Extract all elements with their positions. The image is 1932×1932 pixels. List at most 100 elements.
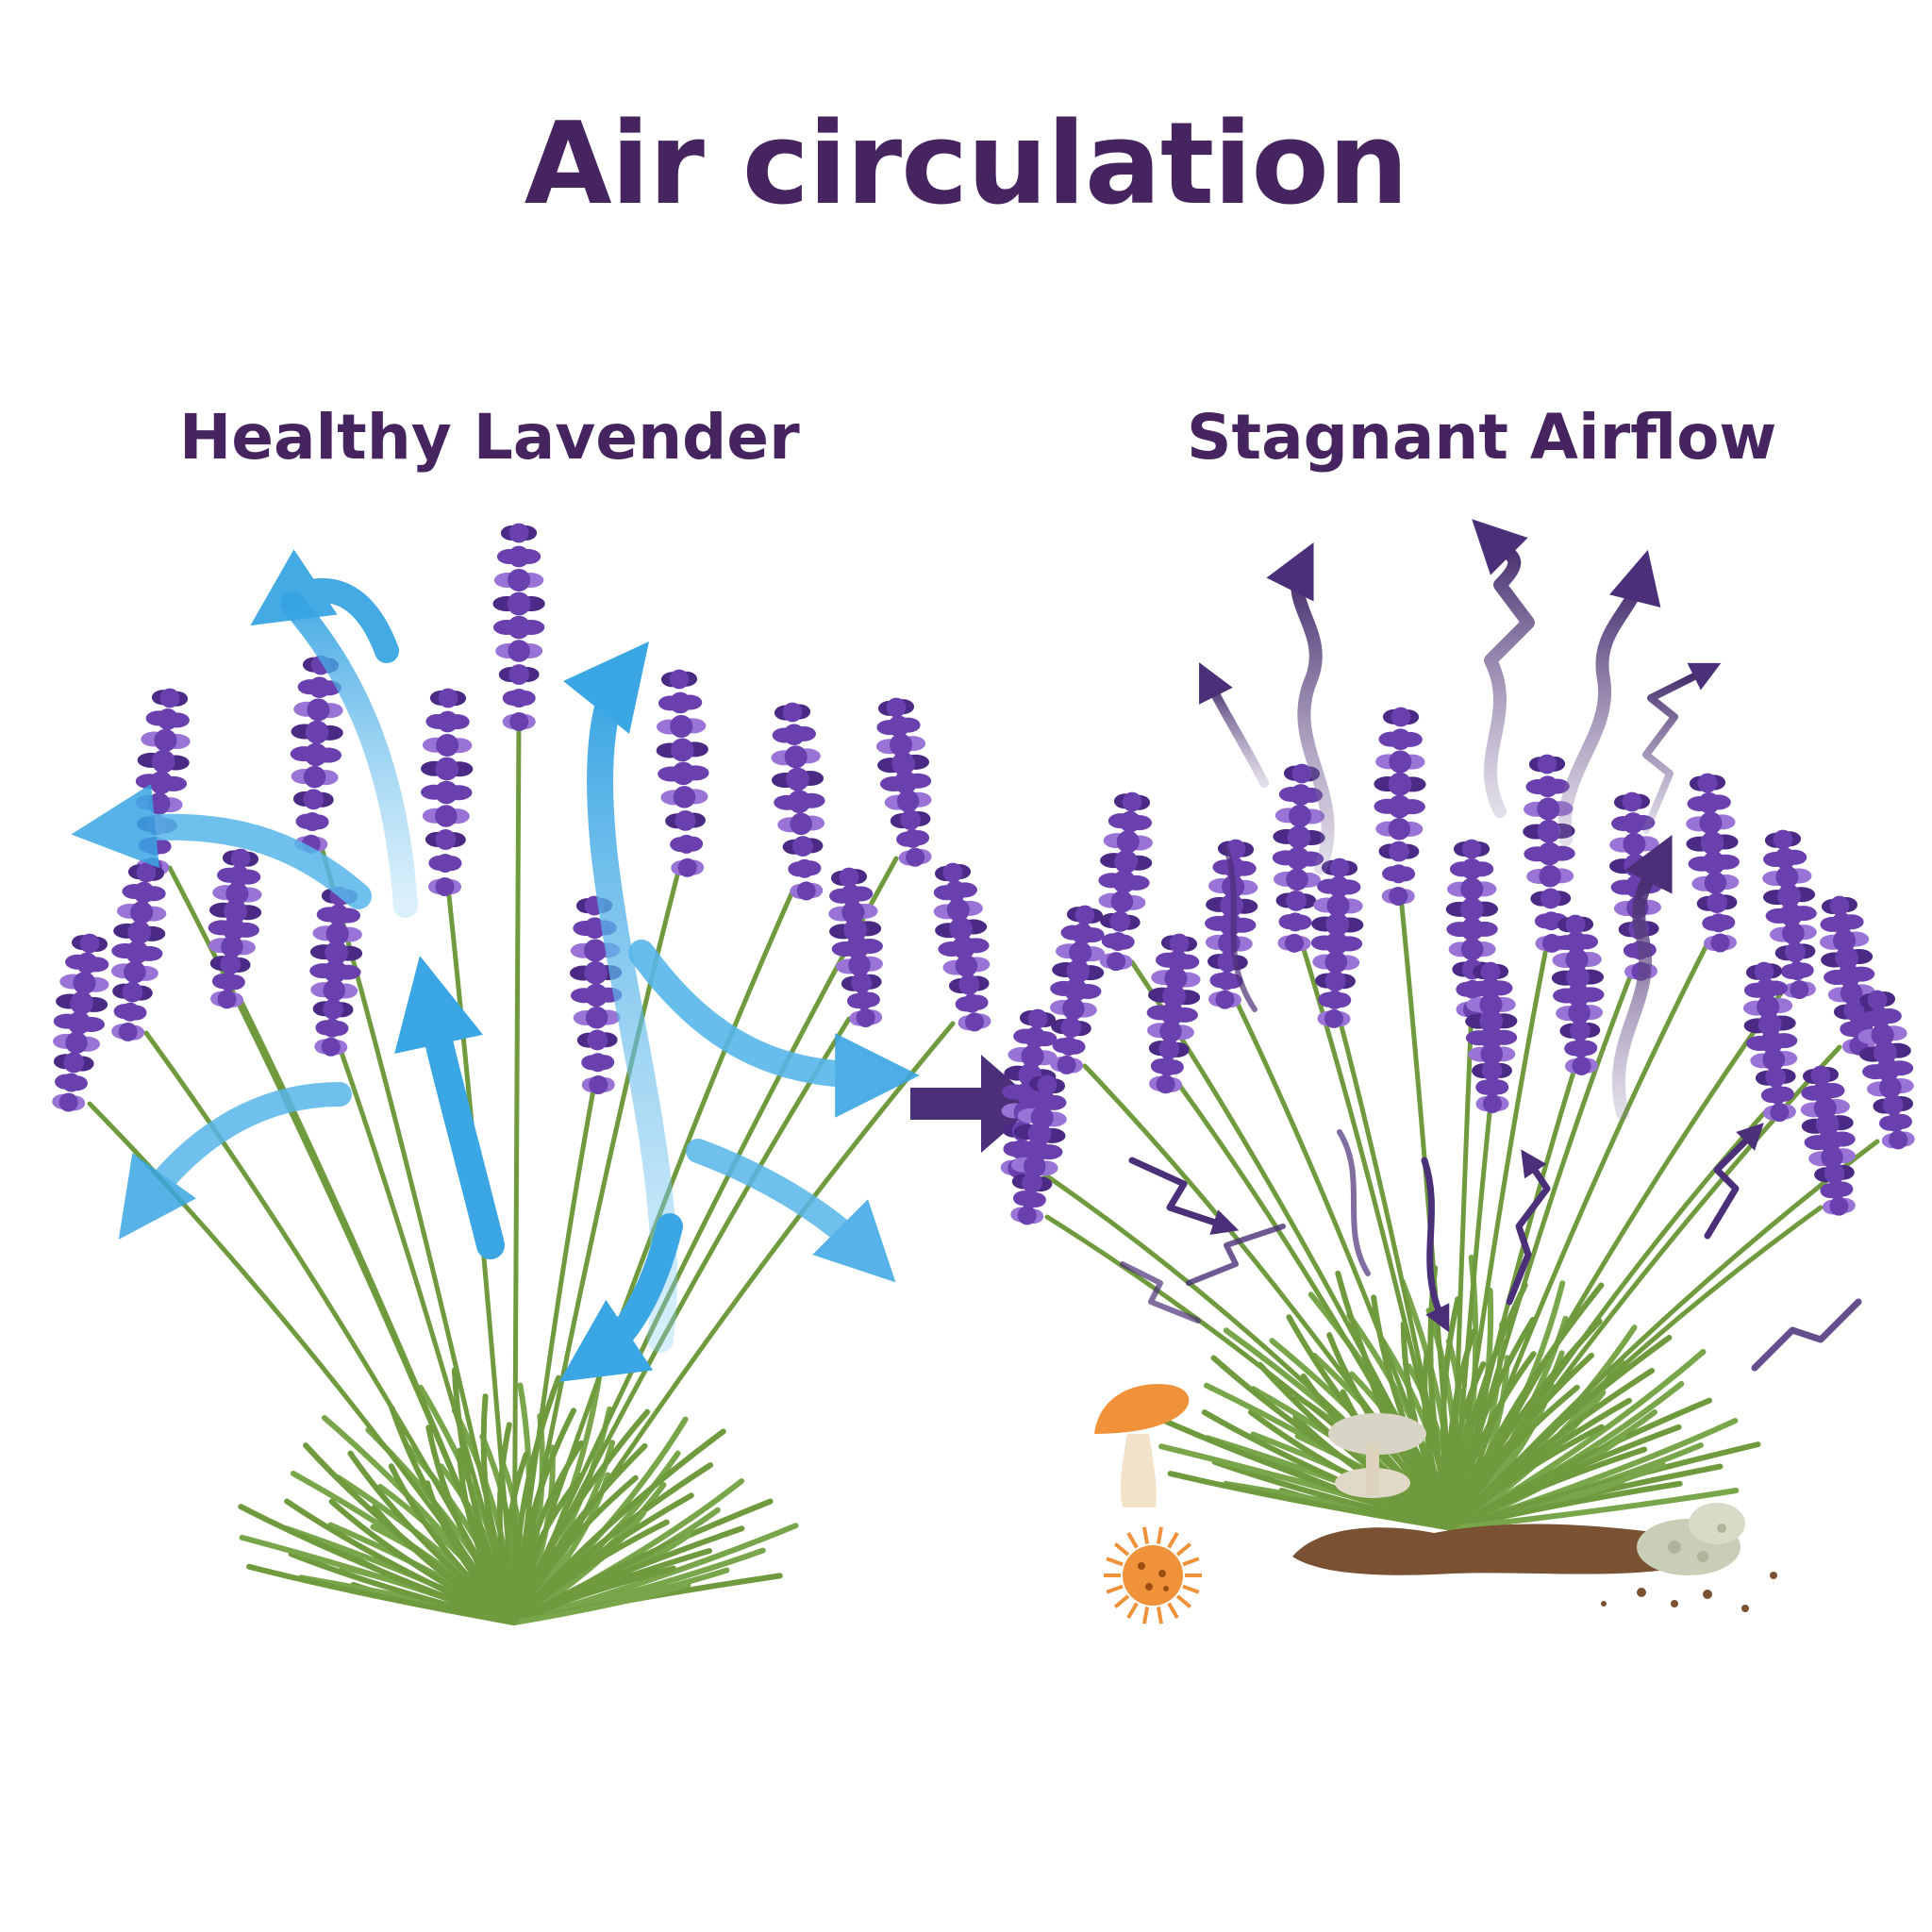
stem bbox=[1035, 1167, 1456, 1531]
stem bbox=[1450, 941, 1550, 1531]
lavender-flower-spike bbox=[1465, 961, 1518, 1113]
healthy-stems bbox=[87, 719, 956, 1625]
lavender-flower-spike bbox=[656, 669, 709, 877]
lavender-flower-spike bbox=[771, 702, 825, 901]
lavender-flower-spike bbox=[208, 848, 262, 1009]
stem bbox=[1233, 997, 1456, 1531]
spore-icon bbox=[1104, 1526, 1202, 1624]
lavender-flower-spike bbox=[1742, 961, 1798, 1123]
stagnant-air-squiggle bbox=[1751, 1298, 1862, 1372]
lavender-flower-spike bbox=[135, 688, 191, 877]
leaf bbox=[238, 1504, 517, 1625]
spore-ray bbox=[1182, 1584, 1200, 1594]
lavender-flower-spike bbox=[1272, 763, 1325, 953]
spore-ray bbox=[1113, 1542, 1130, 1557]
healthy-foliage bbox=[238, 1367, 799, 1625]
lavender-flower-spike bbox=[1049, 905, 1106, 1074]
stagnant-air-squiggle bbox=[1128, 1157, 1240, 1235]
healthy-airflow-arrows bbox=[71, 549, 920, 1382]
lavender-flower-spike bbox=[1857, 990, 1915, 1150]
stem bbox=[1176, 1082, 1456, 1531]
soil-patch bbox=[1292, 1524, 1777, 1612]
spore-ray bbox=[1156, 1607, 1163, 1624]
stem bbox=[1450, 1007, 1474, 1531]
spore-ray bbox=[1126, 1602, 1139, 1620]
stagnant-air-squiggle bbox=[1472, 519, 1535, 818]
spore-ray bbox=[1113, 1594, 1130, 1608]
leaf bbox=[1167, 1471, 1456, 1531]
lavender-flower-spike bbox=[1098, 791, 1153, 972]
stagnant-air-squiggle bbox=[1704, 1123, 1764, 1240]
stagnant-airflow-label: Stagnant Airflow bbox=[1187, 401, 1777, 474]
lavender-flower-spike bbox=[290, 655, 343, 854]
stem bbox=[1337, 1016, 1456, 1531]
airflow-arrow bbox=[394, 956, 505, 1259]
spore-ray bbox=[1106, 1557, 1124, 1567]
stem bbox=[1450, 1063, 1578, 1531]
leaf bbox=[511, 1582, 691, 1625]
stagnant-air-squiggle bbox=[1186, 1224, 1286, 1286]
stem bbox=[511, 1016, 852, 1625]
stem bbox=[1450, 941, 1710, 1531]
mold-icon bbox=[1637, 1503, 1745, 1575]
lavender-flower-spike bbox=[1146, 933, 1201, 1094]
lavender-flower-spike bbox=[1762, 829, 1817, 1000]
stagnant-air-squiggle bbox=[1642, 662, 1722, 834]
stagnant-airflow-arrows bbox=[1120, 519, 1862, 1372]
stem bbox=[318, 841, 517, 1625]
spore-ray bbox=[1175, 1594, 1192, 1608]
arrow-right-icon bbox=[910, 1055, 1038, 1153]
spore-ray bbox=[1175, 1542, 1192, 1557]
leaf bbox=[246, 1563, 517, 1625]
lavender-flower-spike bbox=[875, 697, 932, 867]
lavender-flower-spike bbox=[1010, 1074, 1067, 1225]
lavender-flower-spike bbox=[1374, 707, 1426, 906]
lavender-flower-spike bbox=[828, 867, 883, 1027]
stagnant-air-squiggle bbox=[1120, 1261, 1201, 1324]
stem bbox=[511, 856, 899, 1625]
spore-ray bbox=[1167, 1531, 1179, 1549]
airflow-arrow bbox=[71, 783, 372, 909]
spore-ray bbox=[1142, 1526, 1150, 1544]
leaf bbox=[303, 1442, 517, 1625]
lavender-flower-spike bbox=[1310, 858, 1364, 1028]
stem bbox=[143, 1030, 517, 1625]
spore-ray bbox=[1126, 1531, 1139, 1549]
spore-ray bbox=[1142, 1607, 1150, 1624]
leaf bbox=[1154, 1414, 1456, 1531]
spore-ray bbox=[1167, 1602, 1179, 1620]
stem bbox=[1398, 893, 1456, 1531]
airflow-arrow bbox=[558, 1213, 683, 1382]
stagnant-air-squiggle bbox=[1337, 1129, 1371, 1276]
stem bbox=[238, 997, 517, 1625]
spore-ray bbox=[1182, 1557, 1200, 1567]
page-title: Air circulation bbox=[524, 99, 1408, 230]
lavender-flower-spike bbox=[309, 886, 363, 1057]
stem bbox=[1450, 1205, 1824, 1531]
stagnant-air-squiggle bbox=[1266, 541, 1335, 874]
stagnant-air-squiggle bbox=[1611, 834, 1673, 1120]
lavender-flower-spike bbox=[52, 933, 109, 1112]
lavender-flower-spike bbox=[110, 862, 167, 1041]
lavender-flower-spike bbox=[492, 523, 545, 731]
mushroom-icon bbox=[1094, 1384, 1190, 1507]
shelf-fungus bbox=[1328, 1413, 1426, 1498]
leaf bbox=[511, 1519, 670, 1625]
stem bbox=[1450, 969, 1635, 1531]
stem bbox=[511, 1082, 597, 1625]
lavender-flower-spike bbox=[421, 688, 474, 896]
lavender-flower-spike bbox=[1686, 773, 1740, 953]
airflow-arrow bbox=[628, 940, 920, 1118]
spore-ray bbox=[1156, 1526, 1163, 1544]
airflow-arrow bbox=[280, 591, 418, 918]
stem bbox=[511, 719, 522, 1625]
stagnant-air-squiggle bbox=[1421, 1157, 1450, 1333]
leaf bbox=[1450, 1446, 1648, 1531]
lavender-flower-spike bbox=[1800, 1065, 1856, 1216]
lavender-flower-spike bbox=[933, 862, 991, 1032]
airflow-arrow bbox=[118, 1082, 352, 1240]
stagnant-flower-spikes bbox=[1000, 707, 1915, 1225]
stagnant-air-squiggle bbox=[1224, 846, 1257, 1012]
healthy-lavender-label: Healthy Lavender bbox=[179, 401, 800, 474]
